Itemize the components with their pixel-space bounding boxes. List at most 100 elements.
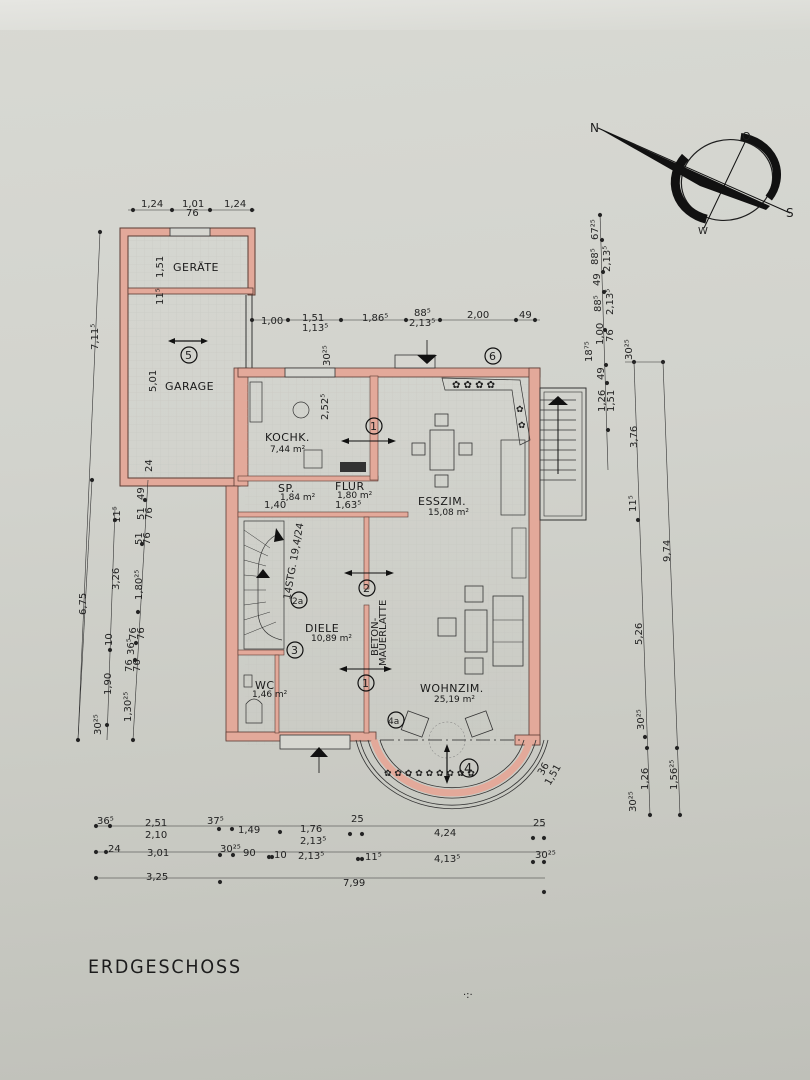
dim-left-inner-5: 76 — [142, 532, 153, 545]
marker-4a: 4a — [387, 711, 405, 729]
svg-text:6: 6 — [489, 350, 496, 363]
marker-2a: 2a — [290, 591, 308, 609]
section-marker-1-top: 1 — [341, 417, 396, 444]
dim-bottom-3-2: 7,99 — [343, 878, 365, 889]
dim-top-house-5: 2,00 — [467, 310, 489, 321]
dim-bottom-2-7: 11⁵ — [365, 852, 382, 863]
dim-right-lower-6: 30²⁵ — [628, 791, 639, 812]
marker-5: 5 — [180, 346, 198, 364]
dim-right-lower-3: 5,26 — [634, 623, 645, 645]
dim-bottom-1-9: 4,24 — [434, 828, 456, 839]
dim-right-5: 88⁵ — [593, 295, 604, 312]
dim-bottom-2-8: 4,13⁵ — [434, 854, 460, 865]
room-label-garage: GARAGE — [165, 380, 214, 393]
svg-text:✿: ✿ — [518, 421, 526, 431]
dim-top-house-7: 1,13⁵ — [302, 323, 328, 334]
room-area-sp: 1,84 m² — [280, 493, 316, 503]
paper-fold — [0, 0, 810, 30]
beton-label: BETON- — [370, 617, 381, 656]
room-area-wohnzim: 25,19 m² — [434, 695, 475, 705]
room-area-kochk: 7,44 m² — [270, 445, 306, 455]
terrace-stair — [539, 387, 587, 521]
compass-south-label: S — [786, 206, 794, 220]
dim-left-711: 7,11⁵ — [90, 324, 101, 350]
dim-top-garage-4: 1,24 — [224, 199, 246, 210]
room-area-wc: 1,46 m² — [252, 690, 288, 700]
compass-east-label: O — [742, 130, 751, 143]
dim-bottom-2-3: 30²⁵ — [220, 844, 241, 855]
dim-left-inner-7: 76 — [128, 627, 139, 640]
svg-text:✿ ✿ ✿ ✿ ✿ ✿ ✿ ✿ ✿: ✿ ✿ ✿ ✿ ✿ ✿ ✿ ✿ ✿ — [384, 769, 475, 779]
svg-text:3: 3 — [291, 644, 298, 657]
wall-thickness-dim: 30²⁵ — [322, 345, 333, 366]
bay-window: ✿ ✿ ✿ ✿ ✿ ✿ ✿ ✿ ✿ — [355, 739, 549, 810]
dim-bottom-2-4: 90 — [243, 848, 256, 859]
room-label-wohnzim: WOHNZIM. — [420, 682, 484, 695]
flur-width-dim: 1,63⁵ — [335, 500, 361, 511]
svg-text:✿ ✿ ✿ ✿: ✿ ✿ ✿ ✿ — [452, 380, 495, 391]
entry-arrow-top-icon — [417, 355, 437, 364]
dim-right-3: 2,13⁵ — [602, 246, 613, 272]
dim-right-13: 30²⁵ — [624, 339, 635, 360]
wc-fixtures — [243, 674, 263, 724]
garage-door-arrow-icon — [168, 338, 208, 344]
dining-table — [411, 413, 526, 516]
dim-left-geraete: 1,51 — [155, 256, 166, 278]
dim-right-lower-1: 11⁵ — [628, 495, 639, 512]
dim-top-house-6: 49 — [519, 310, 532, 321]
dim-left-inner-9: 76 — [136, 627, 147, 640]
dim-top-garage-2: 1,01 — [182, 199, 204, 210]
dim-bottom-1-1: 36⁵ — [97, 816, 114, 827]
dim-right-lower-4: 30²⁵ — [636, 709, 647, 730]
room-label-esszim: ESSZIM. — [418, 495, 466, 508]
dim-bottom-2-1: 24 — [108, 844, 121, 855]
dim-left-24: 24 — [144, 459, 155, 472]
dim-bottom-1-3: 2,10 — [145, 830, 167, 841]
room-label-diele: DIELE — [305, 622, 339, 635]
dim-left-mid-4: 1,90 — [103, 673, 114, 695]
room-area-esszim: 15,08 m² — [428, 508, 469, 518]
room-label-kochk: KOCHK. — [265, 431, 310, 444]
svg-text:4: 4 — [464, 762, 472, 777]
dim-top-garage-1: 1,24 — [141, 199, 163, 210]
room-label-sp: SP. — [278, 482, 295, 495]
dim-left-inner-10: 76 — [124, 659, 135, 672]
dim-right-lower-7: 1,56²⁵ — [669, 760, 680, 790]
dim-bottom-1-6: 1,76 — [300, 824, 322, 835]
room-area-diele: 10,89 m² — [311, 634, 352, 644]
garage-depth-dim: 5,01 — [148, 370, 159, 392]
dim-left-inner-11: 76 — [132, 659, 143, 672]
dim-right-1: 67²⁵ — [590, 219, 601, 240]
dim-right-8: 76 — [605, 329, 616, 342]
dim-bottom-1-8: 25 — [351, 814, 364, 825]
dim-right-7: 1,00 — [595, 323, 606, 345]
dim-left-mid-3: 10 — [104, 633, 115, 646]
dim-left-inner-3: 49 — [136, 487, 147, 500]
svg-text:✿: ✿ — [516, 405, 524, 415]
dim-right-9: 49 — [596, 367, 607, 380]
kochk-height-dim: 2,52⁵ — [320, 394, 331, 420]
living-furniture — [400, 527, 527, 759]
room-label-wc: WC — [255, 679, 275, 692]
garage-block — [119, 227, 256, 487]
dim-bottom-1-2: 2,51 — [145, 818, 167, 829]
drawing-title: ERDGESCHOSS — [88, 956, 242, 978]
svg-text:2: 2 — [363, 582, 370, 595]
dim-top-house-8: 2,13⁵ — [409, 318, 435, 329]
dim-left-mid-5: 30²⁵ — [93, 714, 104, 735]
dim-left-mid-1: 11⁵ — [112, 506, 123, 523]
svg-text:1: 1 — [362, 677, 369, 690]
svg-text:4a: 4a — [388, 717, 399, 727]
dim-bottom-3-1: 3,25 — [146, 872, 168, 883]
room-area-flur: 1,80 m² — [337, 491, 373, 501]
room-label-geraete: GERÄTE — [173, 261, 219, 274]
entry-arrow-front-icon — [310, 747, 328, 757]
paper-stain: ·:· — [463, 990, 473, 1001]
section-marker-1-bottom: 1 — [339, 666, 392, 692]
dim-left-wall: 11⁵ — [155, 288, 166, 305]
sp-width-dim: 1,40 — [264, 500, 286, 511]
dim-top-house-4: 88⁵ — [414, 308, 431, 319]
room-label-flur: FLUR — [335, 480, 365, 493]
dim-right-10: 1,26 — [597, 390, 608, 412]
dim-bottom-2-5: 10 — [274, 850, 287, 861]
